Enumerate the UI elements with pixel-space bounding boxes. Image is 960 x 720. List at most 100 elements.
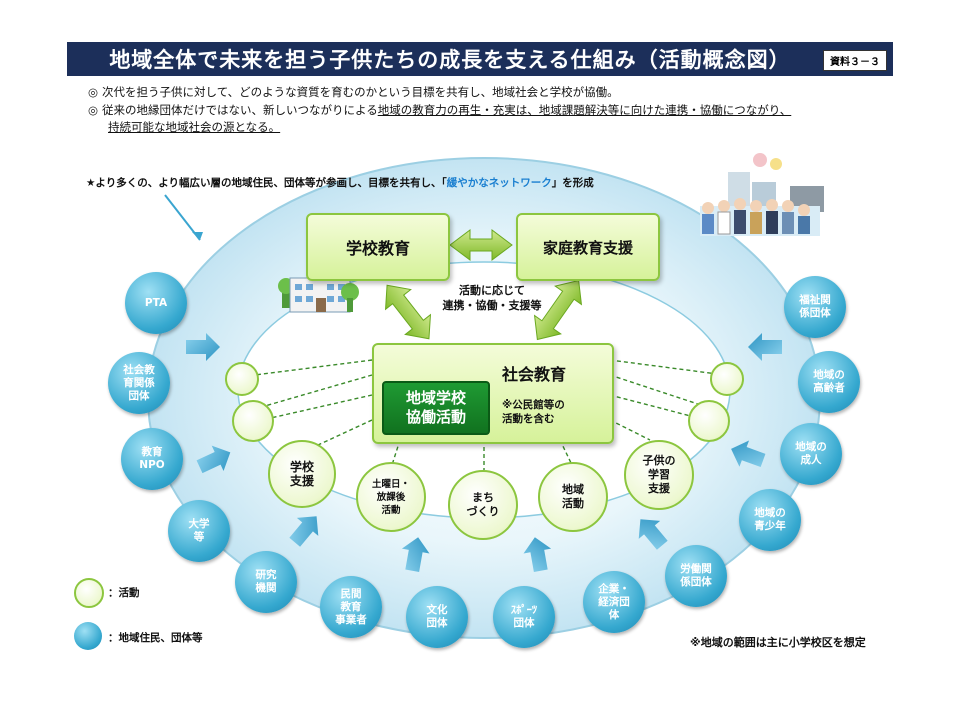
social-note-line-2: 活動を含む: [502, 413, 555, 425]
collaboration-label-line-2: 連携・協働・支援等: [442, 299, 542, 312]
group-label: 教育: [340, 600, 362, 613]
activity-circle-empty: [225, 362, 259, 396]
group-youth: 地域の青少年: [739, 489, 801, 551]
group-label: 成人: [800, 454, 822, 466]
group-label: 団体: [128, 389, 150, 402]
bullet-2-text-b: 地域の教育力の再生・充実は、地域課題解決等に向けた連携・協働につながり、: [377, 103, 792, 117]
group-welfare: 福祉関係団体: [784, 276, 846, 338]
group-label: 民間: [340, 587, 362, 600]
home-education-support-box: 家庭教育支援: [516, 213, 660, 281]
legend-residents-label: ：地域住民、団体等: [108, 632, 203, 644]
group-private-education: 民間教育事業者: [320, 576, 382, 638]
group-business: 企業・経済団体: [583, 571, 645, 633]
group-label: 教育: [141, 446, 163, 458]
activity-label: 放課後: [376, 491, 406, 503]
group-label: 青少年: [754, 520, 786, 532]
title-bar: 地域全体で未来を担う子供たちの成長を支える仕組み（活動概念図） 資料３－３: [67, 42, 893, 76]
footnote: ※地域の範囲は主に小学校区を想定: [690, 636, 866, 649]
legend-activity-label: ：活動: [108, 587, 140, 599]
activity-label: 土曜日・: [371, 478, 410, 490]
activity-label: づくり: [466, 505, 500, 518]
group-label: 団体: [513, 617, 535, 629]
group-label: 育関係: [123, 376, 155, 389]
bullet-2-text-a: 従来の地縁団体だけではない、新しいつながりによる: [102, 103, 378, 117]
collab-line-1: 地域学校: [405, 389, 466, 407]
activity-label: まち: [472, 491, 494, 504]
legend-activity-swatch: [74, 578, 104, 608]
activity-circle-empty: [688, 400, 730, 442]
group-label: 研究: [255, 569, 277, 581]
social-note-line-1: ※公民館等の: [502, 399, 565, 411]
activity-circle-empty: [710, 362, 744, 396]
group-label: 体: [608, 608, 620, 621]
group-label: 経済団: [598, 595, 630, 608]
bullet-3: 持続可能な地域社会の源となる。: [108, 119, 280, 135]
group-sports: ｽﾎﾟｰﾂ団体: [493, 586, 555, 648]
bullet-3-text: 持続可能な地域社会の源となる。: [108, 120, 281, 134]
group-social-education: 社会教育関係団体: [108, 352, 170, 414]
activity-label: 子供の: [642, 454, 676, 467]
group-label: 係団体: [680, 576, 712, 588]
group-label: 地域の: [813, 369, 845, 381]
network-note-suffix: 」を形成: [551, 177, 594, 189]
network-note-prefix: ★より多くの、より幅広い層の地域住民、団体等が参画し、目標を共有し、「: [86, 177, 447, 189]
social-education-title: 社会教育: [502, 365, 567, 384]
activity-label: 地域: [562, 483, 584, 496]
activity-label: 学校: [289, 460, 314, 474]
group-elderly: 地域の高齢者: [798, 351, 860, 413]
collaboration-label: 活動に応じて連携・協働・支援等: [422, 283, 562, 313]
group-label: 高齢者: [813, 382, 845, 394]
group-adults: 地域の成人: [780, 423, 842, 485]
group-labor: 労働関係団体: [665, 545, 727, 607]
bullet-mark: ◎: [88, 85, 99, 99]
group-research-institution: 研究機関: [235, 551, 297, 613]
group-culture: 文化団体: [406, 586, 468, 648]
network-note-highlight: 緩やかなネットワーク: [446, 177, 552, 189]
group-label: 社会教: [123, 363, 155, 376]
social-education-note: ※公民館等の活動を含む: [502, 398, 565, 426]
community-residents-icon: [700, 153, 824, 236]
activity-town-development: まちづくり: [448, 470, 518, 540]
activity-after-school: 土曜日・放課後活動: [356, 462, 426, 532]
group-label: 福祉関: [799, 294, 831, 306]
group-label: ｽﾎﾟｰﾂ: [510, 604, 538, 616]
group-pta: PTA: [125, 272, 187, 334]
group-label: 企業・: [598, 582, 630, 595]
dotted-connectors: [254, 359, 726, 470]
collaboration-label-line-1: 活動に応じて: [459, 284, 525, 297]
double-arrow-school-home: [449, 229, 513, 261]
group-label: PTA: [144, 296, 168, 309]
activity-label: 支援: [289, 474, 314, 488]
group-label: 事業者: [335, 613, 367, 626]
activity-regional: 地域活動: [538, 462, 608, 532]
group-label: 文化: [426, 604, 448, 616]
bullet-1: ◎次代を担う子供に対して、どのような資質を育むのかという目標を共有し、地域社会と…: [88, 84, 619, 100]
group-label: 等: [193, 531, 205, 543]
bullet-mark: ◎: [88, 103, 99, 117]
group-label: 地域の: [795, 441, 827, 453]
group-label: 団体: [426, 617, 448, 629]
group-label: 労働関: [680, 563, 712, 575]
double-arrow-school-social: [384, 284, 432, 340]
school-education-box: 学校教育: [306, 213, 450, 281]
group-label: 係団体: [799, 307, 831, 319]
document-reference-badge: 資料３－３: [823, 50, 887, 71]
activity-school-support: 学校支援: [268, 440, 336, 508]
activity-circle-empty: [232, 400, 274, 442]
activity-label: 支援: [648, 482, 670, 495]
activity-learning-support: 子供の学習支援: [624, 440, 694, 510]
group-university: 大学等: [168, 500, 230, 562]
activity-label: 学習: [648, 468, 670, 481]
community-school-collaboration-box: 地域学校協働活動: [382, 381, 490, 435]
group-label: NPO: [139, 459, 165, 471]
legend-residents-swatch: [74, 622, 102, 650]
group-label: 大学: [188, 518, 210, 530]
bullet-1-text: 次代を担う子供に対して、どのような資質を育むのかという目標を共有し、地域社会と学…: [102, 85, 619, 99]
collab-line-2: 協働活動: [405, 408, 466, 426]
social-education-box: 地域学校協働活動 社会教育 ※公民館等の活動を含む: [372, 343, 614, 444]
network-note: ★より多くの、より幅広い層の地域住民、団体等が参画し、目標を共有し、「緩やかなネ…: [86, 175, 594, 190]
group-label: 機関: [255, 582, 277, 594]
inward-arrows: [186, 333, 782, 572]
activity-label: 活動: [562, 497, 584, 510]
